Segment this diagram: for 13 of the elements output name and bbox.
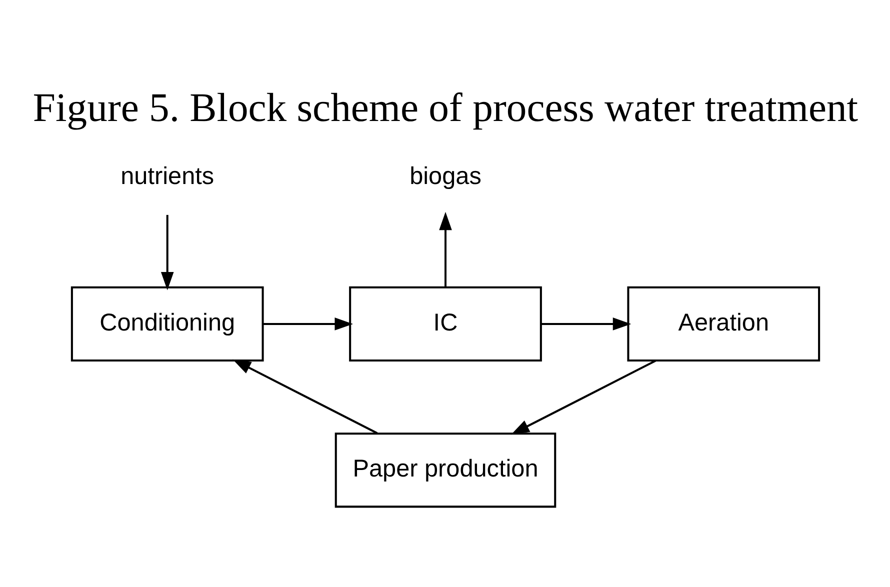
arrow [262, 318, 353, 330]
node-box: Paper production [334, 432, 556, 508]
node-text: nutrients [120, 163, 214, 190]
arrow [160, 214, 174, 290]
node-box: IC [348, 286, 542, 362]
arrow [438, 212, 452, 288]
node-box: Aeration [626, 286, 820, 362]
node-text: biogas [409, 163, 481, 190]
arrow [540, 318, 631, 330]
diagram-title: Figure 5. Block scheme of process water treatment [32, 84, 858, 130]
arrow [510, 360, 656, 435]
node-box: Conditioning [70, 286, 264, 362]
arrow [232, 359, 378, 434]
